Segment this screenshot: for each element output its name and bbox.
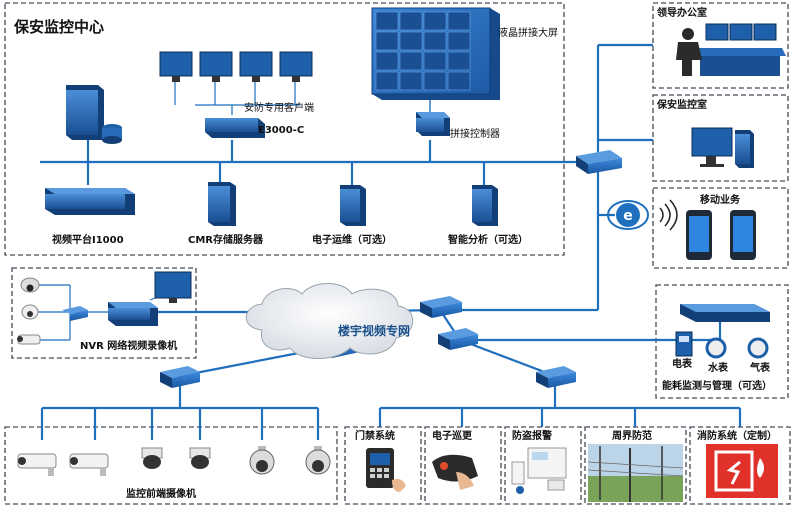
network-cloud	[245, 283, 414, 359]
client-monitors	[159, 51, 313, 82]
switch-cameras	[160, 366, 200, 388]
front-camera-row	[17, 446, 331, 476]
security-room-box	[652, 94, 789, 182]
cmr-storage-device	[208, 182, 236, 226]
leader-office-scene	[676, 23, 786, 76]
front-cameras-label: 监控前端摄像机	[126, 489, 196, 500]
alarm-image	[511, 447, 567, 494]
leader-office-label: 领导办公室	[657, 8, 707, 19]
leader-office-box	[652, 2, 789, 89]
nvr-monitor	[154, 271, 192, 303]
fire-alarm-image	[706, 444, 778, 498]
network-label: 楼宇视频专网	[338, 324, 411, 338]
access-label: 门禁系统	[355, 431, 395, 442]
analytics-server	[472, 185, 498, 226]
energy-label: 能耗监测与管理（可选）	[662, 381, 772, 392]
switch-nvr	[62, 306, 88, 321]
splice-controller-label: 拼接控制器	[450, 129, 500, 140]
mobile-label: 移动业务	[700, 195, 740, 206]
mobile-box	[652, 187, 789, 269]
cmr-storage-label: CMR存储服务器	[188, 235, 263, 246]
energy-collector	[680, 304, 770, 322]
video-platform-device	[45, 188, 135, 215]
nvr-label: NVR 网络视频录像机	[80, 341, 178, 352]
patrol-box	[424, 426, 502, 505]
control-center-box	[4, 2, 565, 256]
mobile-internet-icon: e	[607, 199, 678, 231]
perimeter-label: 周界防范	[612, 431, 652, 442]
meter-icons	[675, 331, 769, 359]
client-model-label: E3000-C	[258, 125, 305, 136]
alarm-box	[504, 426, 582, 505]
front-camera-box	[4, 426, 338, 505]
nvr-cameras	[17, 277, 41, 345]
splice-controller	[416, 112, 450, 136]
ops-label: 电子运维（可选）	[312, 235, 392, 246]
patrol-label: 电子巡更	[432, 431, 472, 442]
patrol-image	[432, 454, 478, 490]
meter-water-label: 水表	[708, 363, 728, 374]
page-title: 保安监控中心	[14, 18, 105, 36]
security-room-label: 保安监控室	[657, 100, 707, 111]
core-switch	[576, 150, 622, 174]
client-device	[205, 118, 265, 138]
svg-text:e: e	[623, 208, 633, 224]
fire-label: 消防系统（定制）	[697, 431, 777, 442]
phone-android	[730, 210, 756, 260]
ops-server	[340, 185, 366, 226]
meter-elec-label: 电表	[672, 359, 692, 370]
video-wall-label: 液晶拼接大屏	[498, 28, 558, 39]
meter-gas-label: 气表	[750, 363, 770, 374]
switch-subsystems	[536, 366, 576, 388]
switch-network-top	[420, 296, 462, 318]
storage-server	[66, 85, 122, 144]
phone-ios	[686, 210, 712, 260]
security-room-scene	[691, 127, 754, 168]
nvr-device	[108, 302, 158, 326]
access-control-image	[366, 448, 406, 492]
access-box	[344, 426, 422, 505]
video-wall	[371, 7, 500, 100]
switch-network-right	[438, 328, 478, 350]
alarm-label: 防盗报警	[512, 431, 552, 442]
analytics-label: 智能分析（可选）	[448, 235, 528, 246]
perimeter-image	[587, 444, 684, 502]
video-platform-label: 视频平台I1000	[52, 235, 124, 246]
energy-box	[655, 284, 789, 399]
client-label: 安防专用客户端	[244, 103, 314, 114]
